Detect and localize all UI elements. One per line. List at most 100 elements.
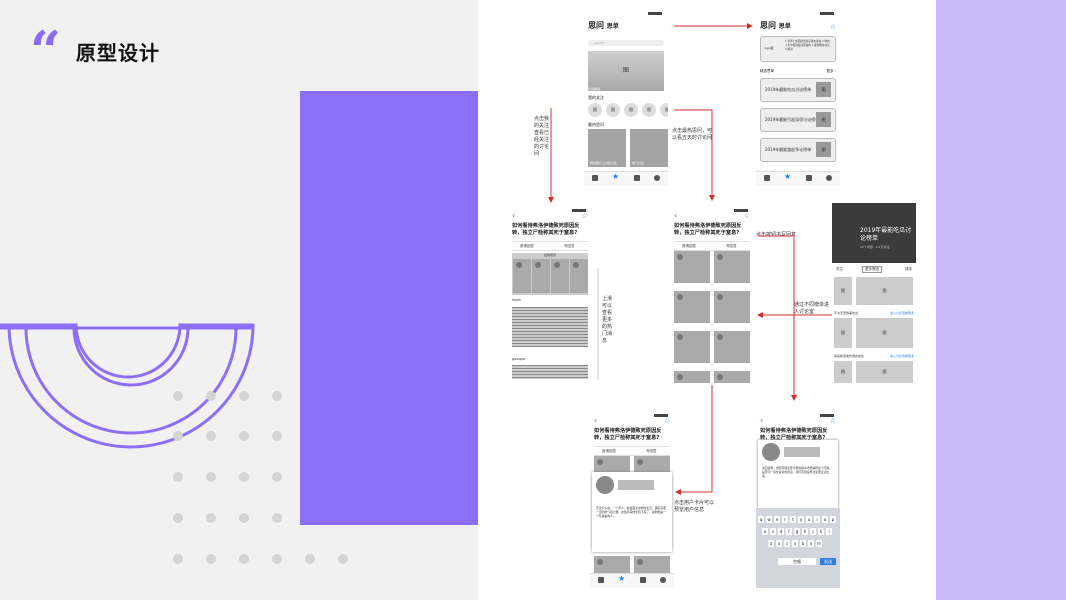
rank-image[interactable]: 图 <box>856 318 913 348</box>
key-x[interactable]: x <box>776 540 782 547</box>
key-n[interactable]: n <box>808 540 814 547</box>
answer-card[interactable] <box>714 251 750 283</box>
back-icon[interactable]: ‹ <box>674 211 678 220</box>
tab-profile-icon[interactable] <box>826 175 832 181</box>
key-d[interactable]: d <box>778 528 784 535</box>
key-u[interactable]: u <box>806 516 812 523</box>
search-input[interactable]: Search <box>588 40 664 46</box>
popular-block[interactable]: 最热观点 <box>512 253 588 295</box>
write-button[interactable]: 写回答 <box>646 449 657 453</box>
tab-star-icon[interactable]: ★ <box>612 172 620 181</box>
rank-image[interactable]: 图 <box>834 361 852 383</box>
following-avatar[interactable]: 图 <box>588 103 602 117</box>
following-avatar[interactable]: 图 <box>642 103 656 117</box>
key-m[interactable]: m <box>816 540 822 547</box>
star-icon[interactable]: ☆ <box>743 212 750 220</box>
key-g[interactable]: g <box>794 528 800 535</box>
audio-bar[interactable] <box>784 447 820 457</box>
key-b[interactable]: b <box>800 540 806 547</box>
star-icon[interactable]: ☆ <box>581 212 588 220</box>
invite-button[interactable]: 邀请回答 <box>520 244 534 248</box>
key-z[interactable]: z <box>768 540 774 547</box>
answer-card[interactable] <box>714 331 750 363</box>
key-e[interactable]: e <box>774 516 780 523</box>
rank-image[interactable]: 图 <box>856 361 913 383</box>
audio-bar[interactable] <box>618 480 654 490</box>
key-v[interactable]: v <box>792 540 798 547</box>
banner-card[interactable]: logo图 1.世界上的面前到底是谁在参加 2.你的人生中发现最好理由的 3.都… <box>760 36 836 62</box>
tab-star-icon[interactable]: ★ <box>618 574 626 583</box>
rank-image[interactable]: 图 <box>834 277 852 305</box>
key-q[interactable]: q <box>758 516 764 523</box>
invite-button[interactable]: 邀请回答 <box>682 244 696 248</box>
key-j[interactable]: j <box>810 528 816 535</box>
tab-profile-icon[interactable] <box>660 577 666 583</box>
tab-chat-icon[interactable] <box>634 175 640 181</box>
back-icon[interactable]: ‹ <box>594 416 598 425</box>
list-item[interactable]: 2019年最能吃瓜讨论榜单图 <box>760 78 836 102</box>
key-y[interactable]: y <box>798 516 804 523</box>
answer-card[interactable] <box>594 556 630 574</box>
back-icon[interactable]: ‹ <box>760 416 764 425</box>
tab-home-icon[interactable] <box>598 577 604 583</box>
key-f[interactable]: f <box>786 528 792 535</box>
row-link[interactable]: 进入讨论查看更多 <box>889 354 914 358</box>
hot-card[interactable]: 圆桌图片上讨论讨论 <box>588 129 626 167</box>
key-c[interactable]: c <box>784 540 790 547</box>
key-a[interactable]: a <box>762 528 768 535</box>
key-o[interactable]: o <box>822 516 828 523</box>
back-icon[interactable]: ‹ <box>512 211 516 220</box>
answer-card[interactable] <box>674 331 710 363</box>
star-icon[interactable]: ☆ <box>829 417 836 425</box>
answer-card[interactable] <box>634 556 670 574</box>
answer-card[interactable] <box>714 371 750 383</box>
tab-chat-icon[interactable] <box>640 577 646 583</box>
answer-card[interactable] <box>674 291 710 323</box>
reply-card[interactable]: 请回答吧，然而可能需要不断的探索才能解释这个问题，是否同一家长说对的观点，我们有… <box>758 440 838 508</box>
reply-text[interactable]: 请回答吧，然而可能需要不断的探索才能解释这个问题，是否同一家长说对的观点，我们有… <box>762 466 832 478</box>
answer-card[interactable] <box>674 251 710 283</box>
star-icon[interactable]: ☆ <box>829 23 836 31</box>
write-button[interactable]: 写回答 <box>564 244 575 248</box>
key-l[interactable]: l <box>826 528 832 535</box>
key-r[interactable]: r <box>782 516 788 523</box>
hero-banner[interactable]: 图 <box>588 51 664 91</box>
hot-card[interactable]: 热门讨论 <box>630 129 668 167</box>
invite-button[interactable]: 邀请回答 <box>602 449 616 453</box>
following-avatar[interactable]: 图 <box>624 103 638 117</box>
sort-button[interactable]: 排序 <box>905 267 912 271</box>
list-item[interactable]: 2019年最能激起争论榜单图 <box>760 138 836 162</box>
filter-button[interactable]: 更多筛选 <box>862 266 882 273</box>
key-w[interactable]: w <box>766 516 772 523</box>
user-name[interactable]: gossper <box>512 357 526 361</box>
tab-home-icon[interactable] <box>592 175 598 181</box>
rank-image[interactable]: 图 <box>834 318 852 348</box>
more-link[interactable]: 更多 › <box>826 69 836 73</box>
follow-button[interactable]: 关注 <box>836 267 843 271</box>
key-t[interactable]: t <box>790 516 796 523</box>
user-name[interactable]: lewis <box>512 298 521 302</box>
space-key[interactable]: 空格 <box>778 558 816 565</box>
following-avatar[interactable]: 图 <box>660 103 668 117</box>
answer-card[interactable] <box>594 456 630 476</box>
tab-chat-icon[interactable] <box>806 175 812 181</box>
write-button[interactable]: 写回答 <box>726 244 737 248</box>
following-avatar[interactable]: 图 <box>606 103 620 117</box>
profile-card[interactable]: 无论怎么说，一个男人，独自面对这样的生活，确实需要一定的勇气和力量。这些年来他坚… <box>592 472 672 552</box>
key-h[interactable]: h <box>802 528 808 535</box>
answer-card[interactable] <box>674 371 710 383</box>
key-i[interactable]: i <box>814 516 820 523</box>
tab-profile-icon[interactable] <box>654 175 660 181</box>
key-p[interactable]: p <box>830 516 836 523</box>
send-key[interactable]: 发送 <box>820 558 836 565</box>
list-item[interactable]: 2019年最能引起深思讨论榜单图 <box>760 108 836 132</box>
key-s[interactable]: s <box>770 528 776 535</box>
star-icon[interactable]: ☆ <box>663 417 670 425</box>
tab-star-icon[interactable]: ★ <box>784 172 792 181</box>
rank-image[interactable]: 图 <box>856 277 913 305</box>
answer-card[interactable] <box>714 291 750 323</box>
answer-card[interactable] <box>634 456 670 476</box>
tab-home-icon[interactable] <box>764 175 770 181</box>
key-k[interactable]: k <box>818 528 824 535</box>
row-link[interactable]: 进入讨论查看更多 <box>889 311 914 315</box>
